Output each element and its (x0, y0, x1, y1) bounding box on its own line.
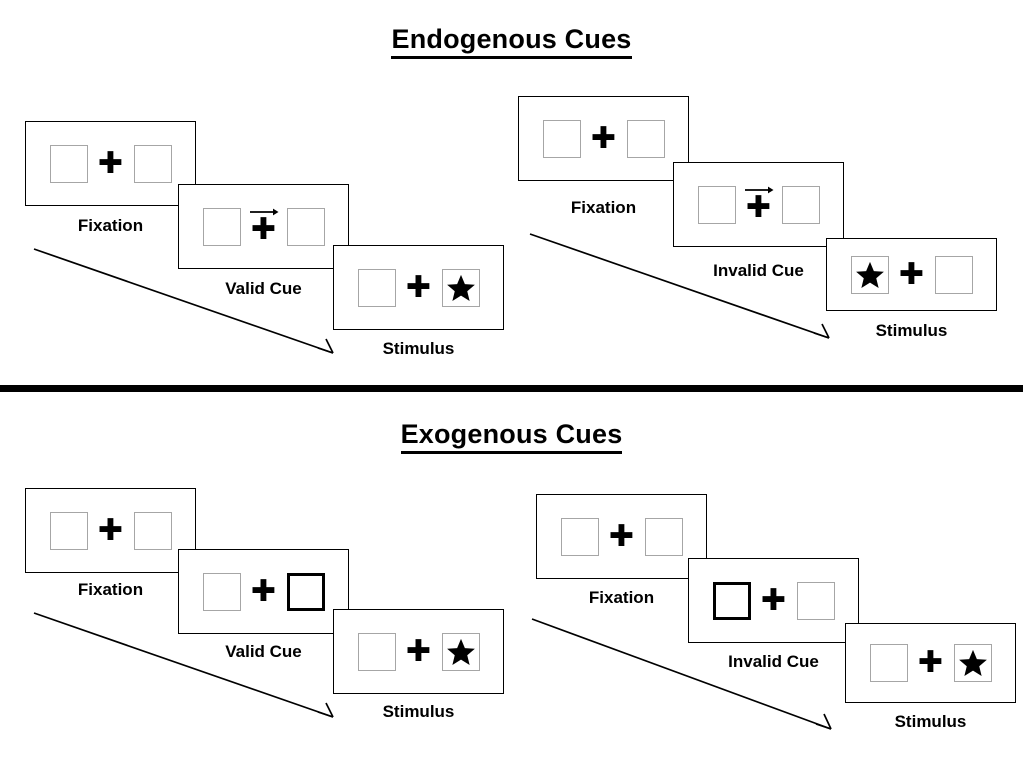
stimulus-box-left (49, 144, 88, 183)
caption-exogenous-invalid-fixation: Fixation (588, 588, 655, 607)
panel-endogenous-valid-cue: ✚ (178, 184, 349, 269)
plus-icon: ✚ (250, 573, 277, 609)
fixation-cross: ✚ (908, 641, 954, 685)
plus-icon: ✚ (250, 212, 277, 248)
fixation-cross: ✚ (599, 515, 645, 559)
stimulus-box-right-target (953, 644, 992, 682)
fixation-cross: ✚ (581, 117, 627, 161)
stimulus-box-right (286, 207, 325, 246)
star-icon (446, 638, 475, 665)
stimulus-box-left (202, 572, 241, 611)
stimulus-box-right-cued (286, 572, 325, 611)
star-icon (855, 261, 884, 288)
stimulus-box-right (133, 511, 172, 550)
panel-exogenous-valid-stimulus: ✚ (333, 609, 504, 694)
stimulus-box-right (644, 517, 683, 556)
stimulus-box-left (542, 119, 581, 158)
caption-exogenous-invalid-cue: Invalid Cue (728, 652, 819, 671)
panel-endogenous-valid-stimulus: ✚ (333, 245, 504, 330)
stimulus-box-right-target (441, 632, 480, 671)
plus-icon: ✚ (590, 120, 617, 156)
panel-exogenous-valid-cue: ✚ (178, 549, 349, 634)
stimulus-box-left (49, 511, 88, 550)
plus-icon: ✚ (608, 518, 635, 554)
plus-icon: ✚ (745, 190, 772, 226)
fixation-cross: ✚ (751, 579, 797, 623)
panel-endogenous-valid-fixation: ✚ (25, 121, 196, 206)
stimulus-box-left-cued (712, 581, 751, 620)
stimulus-box-left (357, 268, 396, 307)
stimulus-box-right (133, 144, 172, 183)
panel-endogenous-invalid-stimulus: ✚ (826, 238, 997, 311)
fixation-cross-with-cue: ✚ (736, 183, 782, 227)
fixation-cross: ✚ (88, 509, 134, 553)
section-title-exogenous: Exogenous Cues (0, 419, 1023, 454)
caption-endogenous-valid-fixation: Fixation (77, 216, 144, 235)
plus-icon: ✚ (760, 582, 787, 618)
star-icon (446, 274, 475, 301)
plus-icon: ✚ (97, 145, 124, 181)
fixation-cross: ✚ (88, 142, 134, 186)
caption-exogenous-invalid-stimulus: Stimulus (894, 712, 967, 731)
caption-endogenous-invalid-fixation: Fixation (570, 198, 637, 217)
stimulus-box-left (697, 185, 736, 224)
fixation-cross: ✚ (889, 253, 935, 297)
stimulus-box-left (869, 644, 908, 682)
plus-icon: ✚ (405, 269, 432, 305)
caption-exogenous-valid-cue: Valid Cue (225, 642, 302, 661)
caption-endogenous-valid-stimulus: Stimulus (382, 339, 455, 358)
arrow-right-icon (744, 186, 773, 193)
stimulus-box-left (202, 207, 241, 246)
plus-icon: ✚ (917, 645, 944, 680)
fixation-cross: ✚ (241, 570, 287, 614)
caption-exogenous-valid-fixation: Fixation (77, 580, 144, 599)
plus-icon: ✚ (898, 256, 925, 292)
stimulus-box-left (357, 632, 396, 671)
plus-icon: ✚ (405, 633, 432, 669)
stimulus-box-left-target (850, 255, 889, 294)
stimulus-box-left (560, 517, 599, 556)
caption-endogenous-invalid-stimulus: Stimulus (875, 321, 948, 340)
fixation-cross-with-cue: ✚ (241, 205, 287, 249)
fixation-cross: ✚ (396, 266, 442, 310)
panel-endogenous-invalid-cue: ✚ (673, 162, 844, 247)
caption-endogenous-valid-cue: Valid Cue (225, 279, 302, 298)
panel-exogenous-invalid-stimulus: ✚ (845, 623, 1016, 703)
stimulus-box-right (781, 185, 820, 224)
panel-exogenous-invalid-fixation: ✚ (536, 494, 707, 579)
section-divider (0, 385, 1023, 392)
panel-endogenous-invalid-fixation: ✚ (518, 96, 689, 181)
star-icon (958, 649, 987, 676)
arrow-right-icon (249, 208, 278, 215)
stimulus-box-right (934, 255, 973, 294)
plus-icon: ✚ (97, 512, 124, 548)
stimulus-box-right (626, 119, 665, 158)
caption-exogenous-valid-stimulus: Stimulus (382, 702, 455, 721)
caption-endogenous-invalid-cue: Invalid Cue (713, 261, 804, 280)
stimulus-box-right-target (441, 268, 480, 307)
panel-exogenous-invalid-cue: ✚ (688, 558, 859, 643)
panel-exogenous-valid-fixation: ✚ (25, 488, 196, 573)
fixation-cross: ✚ (396, 630, 442, 674)
stimulus-box-right (796, 581, 835, 620)
section-title-endogenous: Endogenous Cues (0, 24, 1023, 59)
